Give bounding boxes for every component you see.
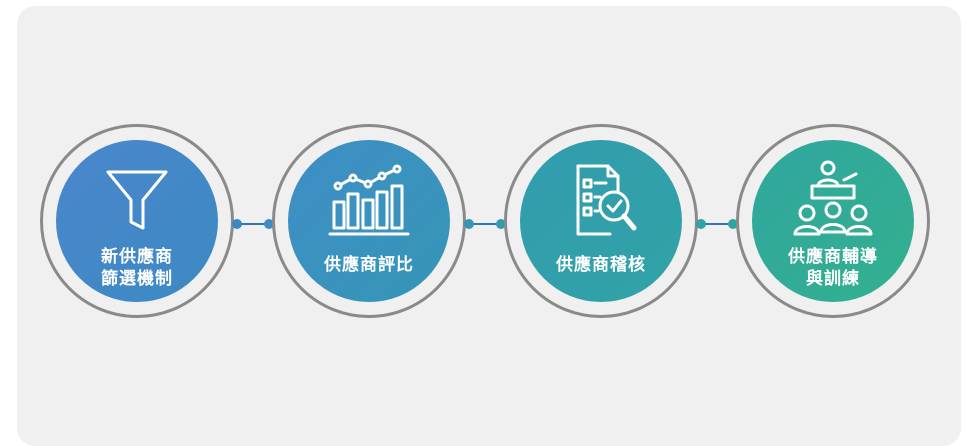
step-2-label: 供應商評比 xyxy=(324,254,414,276)
connector-1-2 xyxy=(232,219,274,229)
connector-line xyxy=(470,223,500,225)
step-1-label-line-1: 新供應商 xyxy=(101,247,173,267)
connector-line xyxy=(702,223,732,225)
bar-line-chart-icon xyxy=(326,158,412,244)
step-3-label: 供應商稽核 xyxy=(556,254,646,276)
step-2-disc: 供應商評比 xyxy=(288,140,450,302)
step-1-disc: 新供應商 篩選機制 xyxy=(56,140,218,302)
connector-dot xyxy=(464,219,474,229)
step-2-label-line-1: 供應商評比 xyxy=(324,255,414,275)
step-4-ring: 供應商輔導 與訓練 xyxy=(736,124,930,318)
funnel-icon xyxy=(94,158,180,244)
step-3-label-line-1: 供應商稽核 xyxy=(556,255,646,275)
connector-2-3 xyxy=(464,219,506,229)
step-2-ring: 供應商評比 xyxy=(272,124,466,318)
document-magnifier-check-icon xyxy=(558,158,644,244)
step-3-disc: 供應商稽核 xyxy=(520,140,682,302)
step-1-label-line-2: 篩選機制 xyxy=(101,269,173,289)
step-3-ring: 供應商稽核 xyxy=(504,124,698,318)
step-4-label-line-1: 供應商輔導 xyxy=(788,247,878,267)
group-training-icon xyxy=(790,158,876,244)
step-1-label: 新供應商 篩選機制 xyxy=(101,246,173,290)
connector-line xyxy=(238,223,268,225)
connector-dot xyxy=(696,219,706,229)
connector-dot xyxy=(232,219,242,229)
connector-dot xyxy=(264,219,274,229)
connector-dot xyxy=(728,219,738,229)
step-4-label-line-2: 與訓練 xyxy=(806,269,860,289)
step-4-label: 供應商輔導 與訓練 xyxy=(788,246,878,290)
connector-dot xyxy=(496,219,506,229)
connector-3-4 xyxy=(696,219,738,229)
step-4-disc: 供應商輔導 與訓練 xyxy=(752,140,914,302)
step-1-ring: 新供應商 篩選機制 xyxy=(40,124,234,318)
